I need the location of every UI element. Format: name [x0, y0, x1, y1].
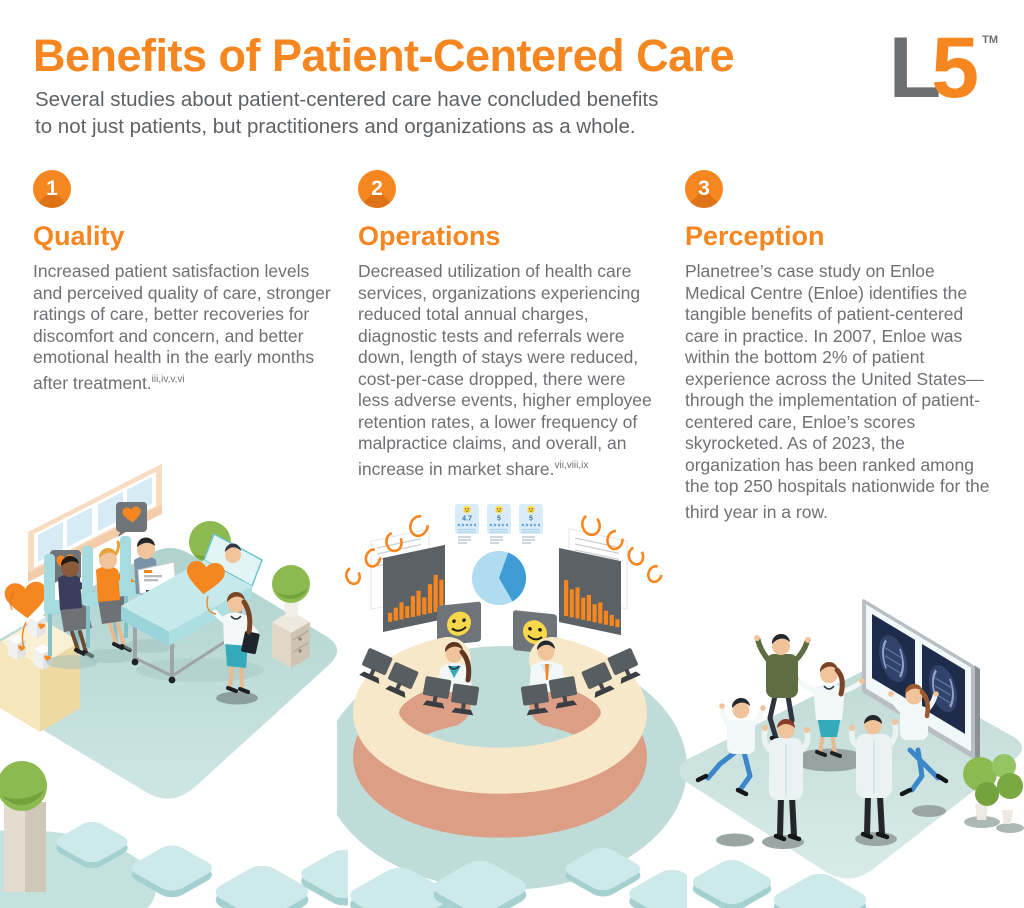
- heart-balloon-icon: [184, 560, 226, 615]
- l5-logo: L 5 TM: [888, 20, 998, 116]
- star-rating-icon: ★★★★★: [489, 523, 510, 528]
- citation-marks: iii,iv,v,vi: [151, 373, 185, 385]
- doctor-center: [793, 661, 865, 758]
- badge-number: 1: [46, 177, 58, 200]
- section-quality: 1 Quality Increased patient satisfaction…: [33, 170, 333, 394]
- shadow: [716, 833, 754, 847]
- perception-scene-illustration: [680, 599, 1024, 908]
- potted-tree: [272, 565, 310, 617]
- gift-box: [28, 612, 46, 638]
- pedestal: [793, 748, 867, 772]
- rating-score: 4.7: [462, 516, 472, 523]
- rating-score: 5: [497, 516, 501, 523]
- number-badge-3: 3: [685, 170, 723, 208]
- pie-chart: [472, 551, 527, 605]
- rating-score: 5: [529, 516, 533, 523]
- section-perception: 3 Perception Planetree’s case study on E…: [685, 170, 999, 523]
- operations-scene-illustration: 4.7 ★★★★★ 5 ★★★★★ 5 ★★★★★: [337, 504, 687, 908]
- section-body-quality: Increased patient satisfaction levels an…: [33, 261, 331, 393]
- reception-desk-top: [353, 637, 647, 794]
- quality-scene-illustration: [0, 463, 348, 908]
- smiley-card: [437, 601, 481, 646]
- jumping-woman-right: [888, 683, 949, 797]
- section-heading-quality: Quality: [33, 221, 125, 251]
- doctor-back-left: [761, 719, 811, 842]
- star-rating-icon: ★★★★★: [521, 523, 542, 528]
- section-body-perception: Planetree’s case study on Enloe Medical …: [685, 261, 990, 522]
- planter-tower: [0, 761, 47, 892]
- heart-sign-icon: [116, 502, 147, 537]
- star-rating-icon: ★★★★★: [457, 523, 478, 528]
- bar-chart-board: [559, 548, 621, 636]
- bushes: [963, 754, 1024, 833]
- section-heading-operations: Operations: [358, 221, 501, 251]
- number-badge-2: 2: [358, 170, 396, 208]
- section-operations: 2 Operations Decreased utilization of he…: [358, 170, 661, 480]
- xray-screen: [862, 599, 980, 763]
- floor-tile: [686, 856, 778, 908]
- logo-letter: L: [888, 20, 941, 116]
- badge-number: 2: [371, 177, 383, 200]
- rating-card: 5 ★★★★★: [487, 504, 511, 546]
- bar-chart-board: [383, 544, 445, 632]
- rating-card: 5 ★★★★★: [519, 504, 543, 546]
- heart-balloon-icon: [4, 581, 49, 649]
- page-title: Benefits of Patient-Centered Care: [33, 30, 735, 81]
- section-body-operations: Decreased utilization of health care ser…: [358, 261, 652, 479]
- section-heading-perception: Perception: [685, 221, 825, 251]
- trademark-symbol: TM: [982, 34, 998, 46]
- rating-card: 4.7 ★★★★★: [455, 504, 479, 546]
- number-badge-1: 1: [33, 170, 71, 208]
- page-subtitle: Several studies about patient-centered c…: [35, 86, 658, 140]
- nurse: [212, 591, 260, 705]
- seated-visitor: [44, 554, 98, 669]
- xray-image: [872, 614, 915, 704]
- shadow: [912, 805, 946, 817]
- doctor-back-right: [848, 715, 899, 840]
- subtitle-line-1: Several studies about patient-centered c…: [35, 88, 659, 111]
- gift-box: [8, 634, 26, 660]
- badge-number: 3: [698, 177, 710, 200]
- logo-digit: 5: [931, 20, 980, 116]
- doodle-rings: [581, 513, 663, 584]
- subtitle-line-2: to not just patients, but practitioners …: [35, 115, 636, 138]
- citation-marks: vii,viii,ix: [554, 459, 589, 471]
- doodle-rings: [345, 514, 429, 586]
- jumping-woman-left: [695, 697, 766, 797]
- bedside-cabinet: [272, 611, 310, 668]
- floor-tile: [208, 861, 316, 908]
